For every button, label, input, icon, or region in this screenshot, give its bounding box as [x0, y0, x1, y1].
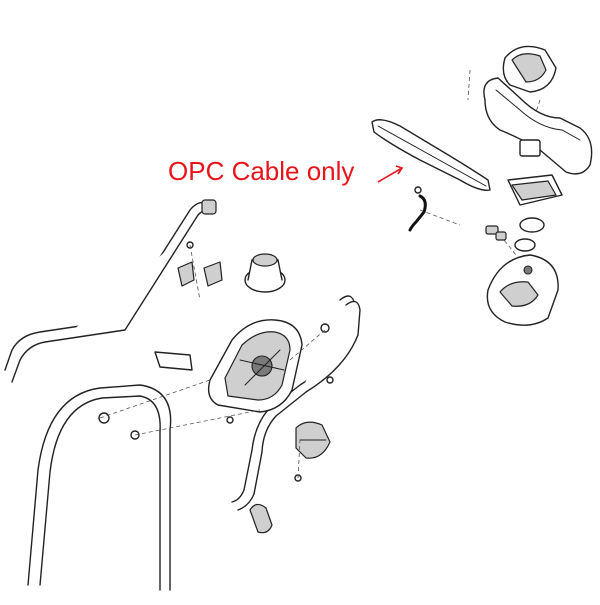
- switch-box-cover: [502, 45, 557, 93]
- right-handle-bar: [231, 295, 361, 511]
- handle-bracket: [201, 199, 217, 215]
- cable-clip: [295, 421, 331, 459]
- opc-cable: [408, 186, 427, 232]
- assembly-lines: [99, 69, 541, 479]
- left-handle-bar: [4, 199, 217, 383]
- cable-housing: [371, 119, 491, 191]
- dial: [244, 253, 286, 293]
- fasteners: [98, 241, 334, 482]
- lower-cover: [486, 254, 559, 326]
- handle-knob: [249, 503, 273, 534]
- opc-cable-callout: OPC Cable only: [168, 156, 355, 186]
- motor-cover: [207, 319, 303, 413]
- switch-box-body: [485, 139, 563, 252]
- upper-handle-loop: [483, 77, 593, 175]
- callout-leader: [377, 165, 404, 183]
